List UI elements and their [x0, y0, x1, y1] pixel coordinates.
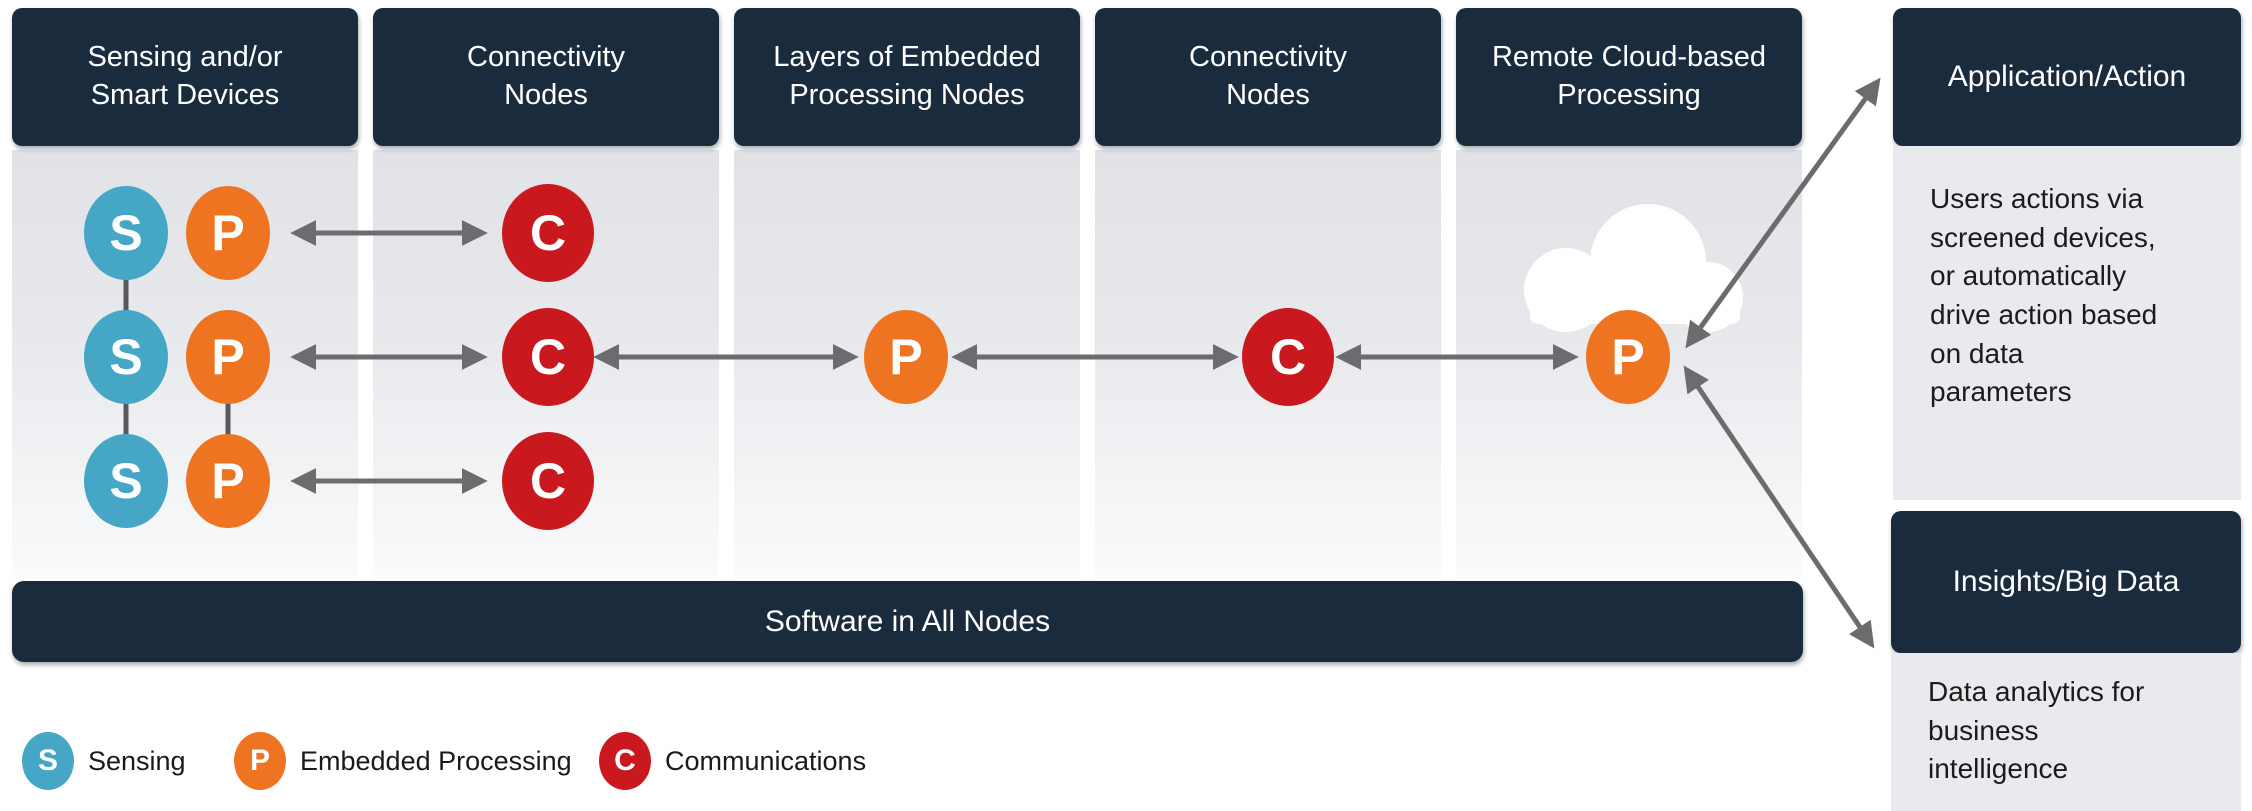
legend-letter: S: [37, 744, 58, 777]
node-letter: C: [529, 329, 567, 385]
node-letter: C: [529, 205, 567, 261]
node-sensing-row3: S: [84, 434, 168, 528]
legend-item-communications: C Communications: [599, 732, 866, 790]
node-letter: P: [211, 329, 245, 385]
insights-big-data-title: Insights/Big Data: [1952, 565, 2180, 598]
column-header-label: Sensing and/or: [87, 41, 283, 74]
column-header-embedded-processing: Layers of Embedded Processing Nodes: [734, 8, 1080, 146]
node-cloud-processing: P: [1586, 310, 1670, 404]
column-header-sensing-devices: Sensing and/or Smart Devices: [12, 8, 358, 146]
node-letter: P: [1611, 329, 1645, 385]
software-bar-label: Software in All Nodes: [764, 604, 1051, 638]
application-action-description: Users actions via screened devices, or a…: [1893, 146, 2241, 500]
node-letter: C: [1269, 329, 1307, 385]
node-letter: P: [211, 453, 245, 509]
column-header-label: Smart Devices: [90, 79, 280, 111]
node-comms-mid: C: [1242, 308, 1334, 406]
column-header-label: Nodes: [1226, 79, 1310, 111]
node-letter: C: [529, 453, 567, 509]
node-letter: S: [109, 453, 143, 509]
node-sensing-row2: S: [84, 310, 168, 404]
node-comms-row2: C: [502, 308, 594, 406]
legend-label: Communications: [665, 745, 867, 776]
legend-letter: C: [614, 744, 636, 777]
insights-big-data-header: Insights/Big Data: [1891, 511, 2241, 653]
node-comms-row1: C: [502, 184, 594, 282]
legend-item-embedded-processing: P Embedded Processing: [234, 732, 572, 790]
node-processing-row1: P: [186, 186, 270, 280]
node-letter: P: [211, 205, 245, 261]
application-action-title: Application/Action: [1947, 60, 2187, 93]
column-header-label: Processing Nodes: [789, 79, 1025, 111]
column-header-label: Processing: [1557, 79, 1701, 111]
column-header-connectivity-nodes-2: Connectivity Nodes: [1095, 8, 1441, 146]
node-letter: P: [889, 329, 923, 385]
flow-arrows: [290, 77, 1881, 649]
insights-big-data-description: Data analytics for business intelligence: [1891, 653, 2241, 811]
communications-legend-icon: C: [599, 732, 651, 790]
node-letter: S: [109, 329, 143, 385]
node-comms-row3: C: [502, 432, 594, 530]
node-letter: S: [109, 205, 143, 261]
node-processing-mid: P: [864, 310, 948, 404]
legend-label: Sensing: [88, 745, 186, 776]
sensing-legend-icon: S: [22, 732, 74, 790]
column-header-label: Connectivity: [1189, 41, 1347, 74]
column-header-connectivity-nodes-1: Connectivity Nodes: [373, 8, 719, 146]
column-header-label: Layers of Embedded: [773, 41, 1041, 74]
application-action-header: Application/Action: [1893, 8, 2241, 146]
node-processing-row2: P: [186, 310, 270, 404]
column-header-cloud-processing: Remote Cloud-based Processing: [1456, 8, 1802, 146]
node-processing-row3: P: [186, 434, 270, 528]
column-header-label: Connectivity: [467, 41, 625, 74]
legend-label: Embedded Processing: [300, 745, 572, 776]
column-header-label: Remote Cloud-based: [1491, 41, 1767, 74]
software-in-all-nodes-bar: Software in All Nodes: [12, 581, 1803, 662]
embedded-processing-legend-icon: P: [234, 732, 286, 790]
legend-letter: P: [249, 744, 270, 777]
node-sensing-row1: S: [84, 186, 168, 280]
legend-item-sensing: S Sensing: [22, 732, 186, 790]
column-header-label: Nodes: [504, 79, 588, 111]
